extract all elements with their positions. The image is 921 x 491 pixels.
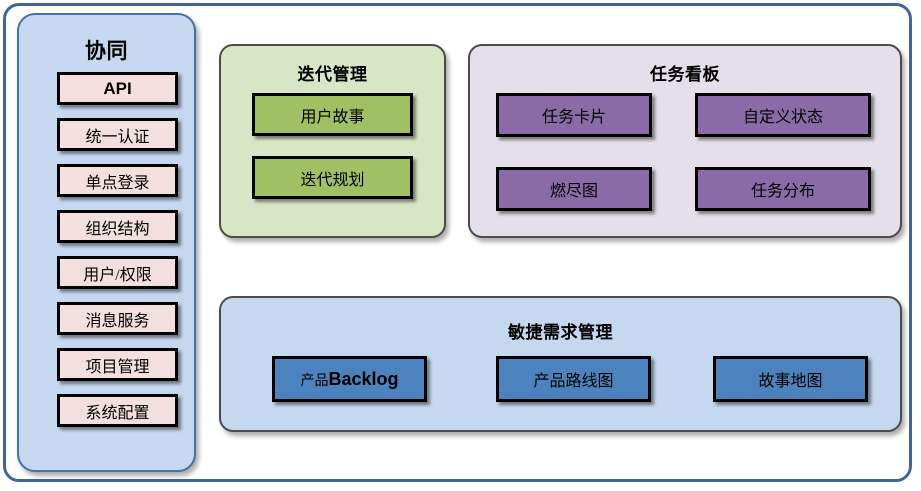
panel-iteration-management-title: 迭代管理 [297,65,368,84]
panel-collaboration-title: 协同 [85,40,128,63]
agile-item-product-roadmap-label: 产品路线图 [533,373,614,390]
agile-item-product-backlog-latin: Backlog [328,368,399,389]
sidebar-item-user-permission-label: 用户/权限 [83,266,152,284]
agile-item-product-backlog-cjk: 产品 [300,373,329,389]
taskboard-item-burndown-chart-label: 燃尽图 [549,183,598,200]
panel-agile-requirement-management-title: 敏捷需求管理 [508,323,613,342]
taskboard-item-burndown-chart[interactable]: 燃尽图 [496,167,652,211]
iteration-item-iteration-plan-label: 迭代规划 [300,171,365,189]
iteration-item-iteration-plan[interactable]: 迭代规划 [252,156,413,199]
sidebar-item-project-management-label: 项目管理 [85,358,150,376]
agile-item-story-map-label: 故事地图 [758,373,823,390]
panel-task-board-title: 任务看板 [650,65,720,84]
agile-item-product-roadmap[interactable]: 产品路线图 [496,356,651,402]
taskboard-item-task-distribution-label: 任务分布 [750,183,815,200]
sidebar-item-api[interactable]: API [57,72,178,105]
taskboard-item-custom-status[interactable]: 自定义状态 [695,93,871,137]
sidebar-item-message-service[interactable]: 消息服务 [57,302,178,335]
sidebar-item-org-structure-label: 组织结构 [85,220,150,238]
agile-item-product-backlog-label: 产品Backlog [300,369,398,390]
sidebar-item-user-permission[interactable]: 用户/权限 [57,256,178,289]
sidebar-item-project-management[interactable]: 项目管理 [57,348,178,381]
taskboard-item-task-card[interactable]: 任务卡片 [496,93,652,137]
sidebar-item-sso[interactable]: 单点登录 [57,164,178,197]
sidebar-item-system-config-label: 系统配置 [85,404,150,422]
taskboard-item-task-distribution[interactable]: 任务分布 [695,167,871,211]
sidebar-item-system-config[interactable]: 系统配置 [57,394,178,427]
sidebar-item-org-structure[interactable]: 组织结构 [57,210,178,243]
taskboard-item-custom-status-label: 自定义状态 [742,109,823,126]
sidebar-item-message-service-label: 消息服务 [85,312,150,330]
panel-agile-requirement-management[interactable]: 敏捷需求管理 产品Backlog 产品路线图 故事地图 [219,296,902,432]
taskboard-item-task-card-label: 任务卡片 [541,109,606,126]
panel-iteration-management[interactable]: 迭代管理 用户故事 迭代规划 [219,44,446,238]
iteration-item-user-story[interactable]: 用户故事 [252,93,413,136]
sidebar-item-api-label: API [103,78,132,98]
agile-item-story-map[interactable]: 故事地图 [713,356,868,402]
iteration-item-user-story-label: 用户故事 [300,108,365,126]
panel-task-board[interactable]: 任务看板 任务卡片 自定义状态 燃尽图 任务分布 [468,44,902,238]
sidebar-item-unified-auth-label: 统一认证 [85,128,150,146]
sidebar-item-sso-label: 单点登录 [85,174,150,192]
sidebar-item-unified-auth[interactable]: 统一认证 [57,118,178,151]
panel-collaboration[interactable]: 协同 API 统一认证 单点登录 组织结构 用户/权限 消息服务 项目管理 系统… [17,13,196,472]
agile-item-product-backlog[interactable]: 产品Backlog [272,356,427,402]
